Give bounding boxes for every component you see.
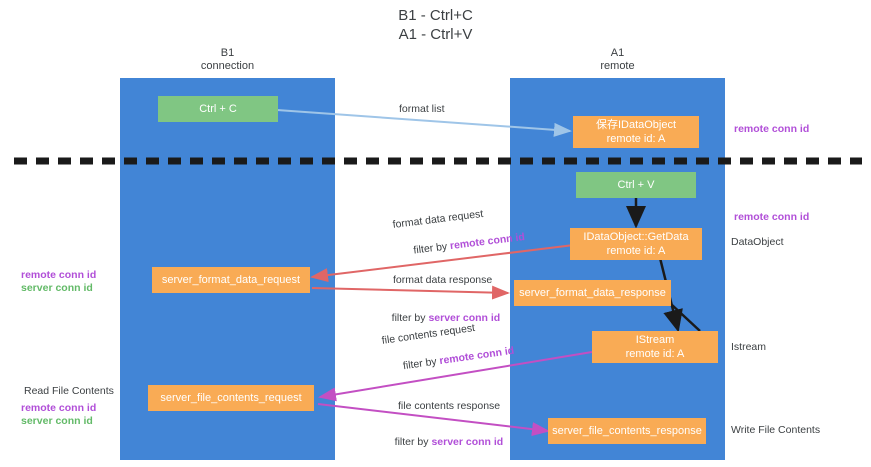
filter-key-server-conn-id: server conn id [431, 436, 504, 448]
edge-label-file-contents-response-filter: filter by server conn id [383, 423, 504, 462]
side-label-left-remote-conn-id-bottom: remote conn id [21, 402, 97, 414]
box-istream[interactable]: IStream remote id: A [592, 331, 718, 363]
box-server-file-contents-response[interactable]: server_file_contents_response [548, 418, 706, 444]
side-label-left-remote-conn-id-mid: remote conn id [21, 269, 97, 281]
filter-prefix: filter by [402, 355, 441, 373]
side-label-read-file-contents: Read File Contents [24, 385, 114, 397]
box-server-format-data-request[interactable]: server_format_data_request [152, 267, 310, 293]
side-label-write-file-contents: Write File Contents [731, 424, 821, 436]
filter-key-remote-conn-id: remote conn id [449, 231, 526, 253]
box-server-format-data-response[interactable]: server_format_data_response [514, 280, 671, 306]
filter-prefix: filter by [412, 240, 451, 257]
box-ctrl-v[interactable]: Ctrl + V [576, 172, 696, 198]
edge-label-format-data-request-group: format data request filter by remote con… [392, 203, 527, 270]
side-label-dataobject: DataObject [731, 236, 784, 248]
arrow-format-data-response [311, 285, 510, 300]
page-title: B1 - Ctrl+C A1 - Ctrl+V [398, 7, 473, 43]
side-label-remote-conn-id-top: remote conn id [734, 123, 810, 135]
edge-label-format-data-response-filter: filter by server conn id [380, 299, 501, 338]
box-idataobject-getdata[interactable]: IDataObject::GetData remote id: A [570, 228, 702, 260]
filter-prefix: filter by [391, 312, 429, 324]
edge-label-format-data-response: format data response [393, 274, 493, 286]
side-label-left-server-conn-id-bottom: server conn id [21, 415, 93, 427]
right-column-header: A1 remote [600, 47, 635, 72]
filter-key-server-conn-id: server conn id [428, 312, 501, 324]
box-server-file-contents-request[interactable]: server_file_contents_request [148, 385, 314, 411]
side-label-left-server-conn-id-mid: server conn id [21, 282, 93, 294]
edge-label-file-contents-response: file contents response [398, 400, 501, 412]
filter-key-remote-conn-id: remote conn id [438, 344, 515, 368]
left-column-header: B1 connection [200, 47, 255, 72]
box-save-idataobject[interactable]: 保存IDataObject remote id: A [573, 116, 699, 148]
filter-prefix: filter by [394, 436, 432, 448]
side-label-remote-conn-id-mid: remote conn id [734, 211, 810, 223]
box-ctrl-c[interactable]: Ctrl + C [158, 96, 278, 122]
side-label-istream: Istream [731, 341, 767, 353]
edge-label-format-list: format list [399, 103, 445, 115]
